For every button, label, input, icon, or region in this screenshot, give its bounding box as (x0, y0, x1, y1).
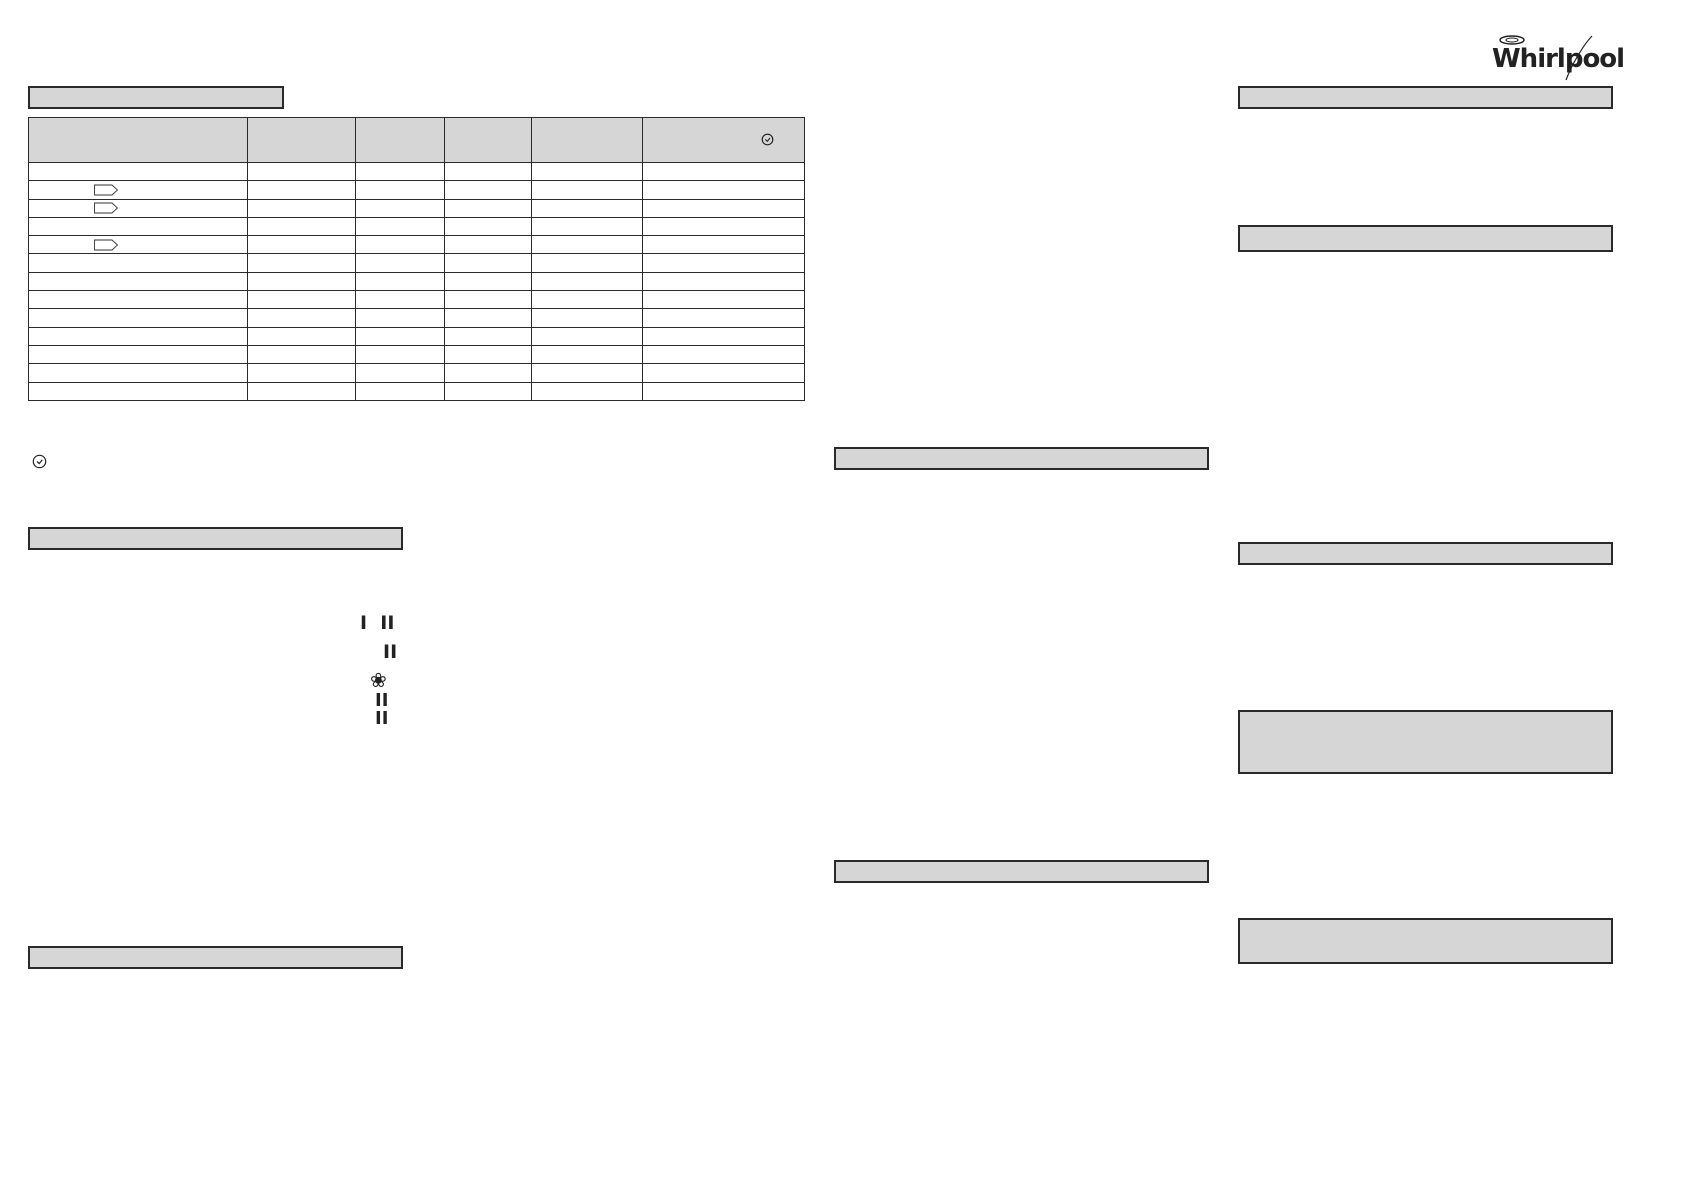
flag-icon (94, 239, 118, 251)
program-table (28, 117, 805, 402)
table-header-cell (531, 117, 643, 163)
indicator-symbol: II (375, 708, 389, 729)
section-header-bar (834, 447, 1209, 470)
section-header-bar (1238, 542, 1613, 565)
table-row (28, 253, 805, 273)
table-row (28, 235, 805, 255)
flower-icon: ❀ (370, 668, 387, 692)
table-row (28, 180, 805, 200)
section-header-bar (1238, 225, 1613, 252)
clock-icon (761, 133, 774, 146)
logo-wordmark: Whirlpool (1492, 44, 1625, 74)
table-row (28, 271, 805, 292)
logo-swoosh-icon (1499, 35, 1593, 81)
table-row (28, 290, 805, 310)
table-header-cell (28, 117, 248, 163)
section-header-bar (28, 86, 284, 109)
section-header-bar (28, 527, 403, 550)
whirlpool-logo: Whirlpool (1488, 32, 1625, 84)
indicator-symbol: II (375, 690, 389, 711)
table-row (28, 308, 805, 328)
table-row (28, 344, 805, 365)
table-header-row (28, 117, 805, 163)
indicator-symbol: II (383, 641, 398, 663)
table-row (28, 161, 805, 182)
table-row (28, 326, 805, 346)
section-header-bar (834, 860, 1209, 883)
flag-icon (94, 202, 118, 214)
table-header-cell (444, 117, 532, 163)
section-box (1238, 918, 1613, 964)
table-row (28, 381, 805, 402)
table-header-cell (247, 117, 356, 163)
indicator-symbol: I II (360, 612, 395, 634)
section-header-bar (28, 946, 403, 969)
table-header-cell (355, 117, 445, 163)
flag-icon (94, 184, 118, 196)
clock-icon (32, 454, 47, 469)
section-header-bar (1238, 86, 1613, 109)
table-header-cell (642, 117, 805, 163)
section-box (1238, 710, 1613, 774)
table-row (28, 198, 805, 218)
table-row (28, 216, 805, 237)
table-row (28, 363, 805, 383)
